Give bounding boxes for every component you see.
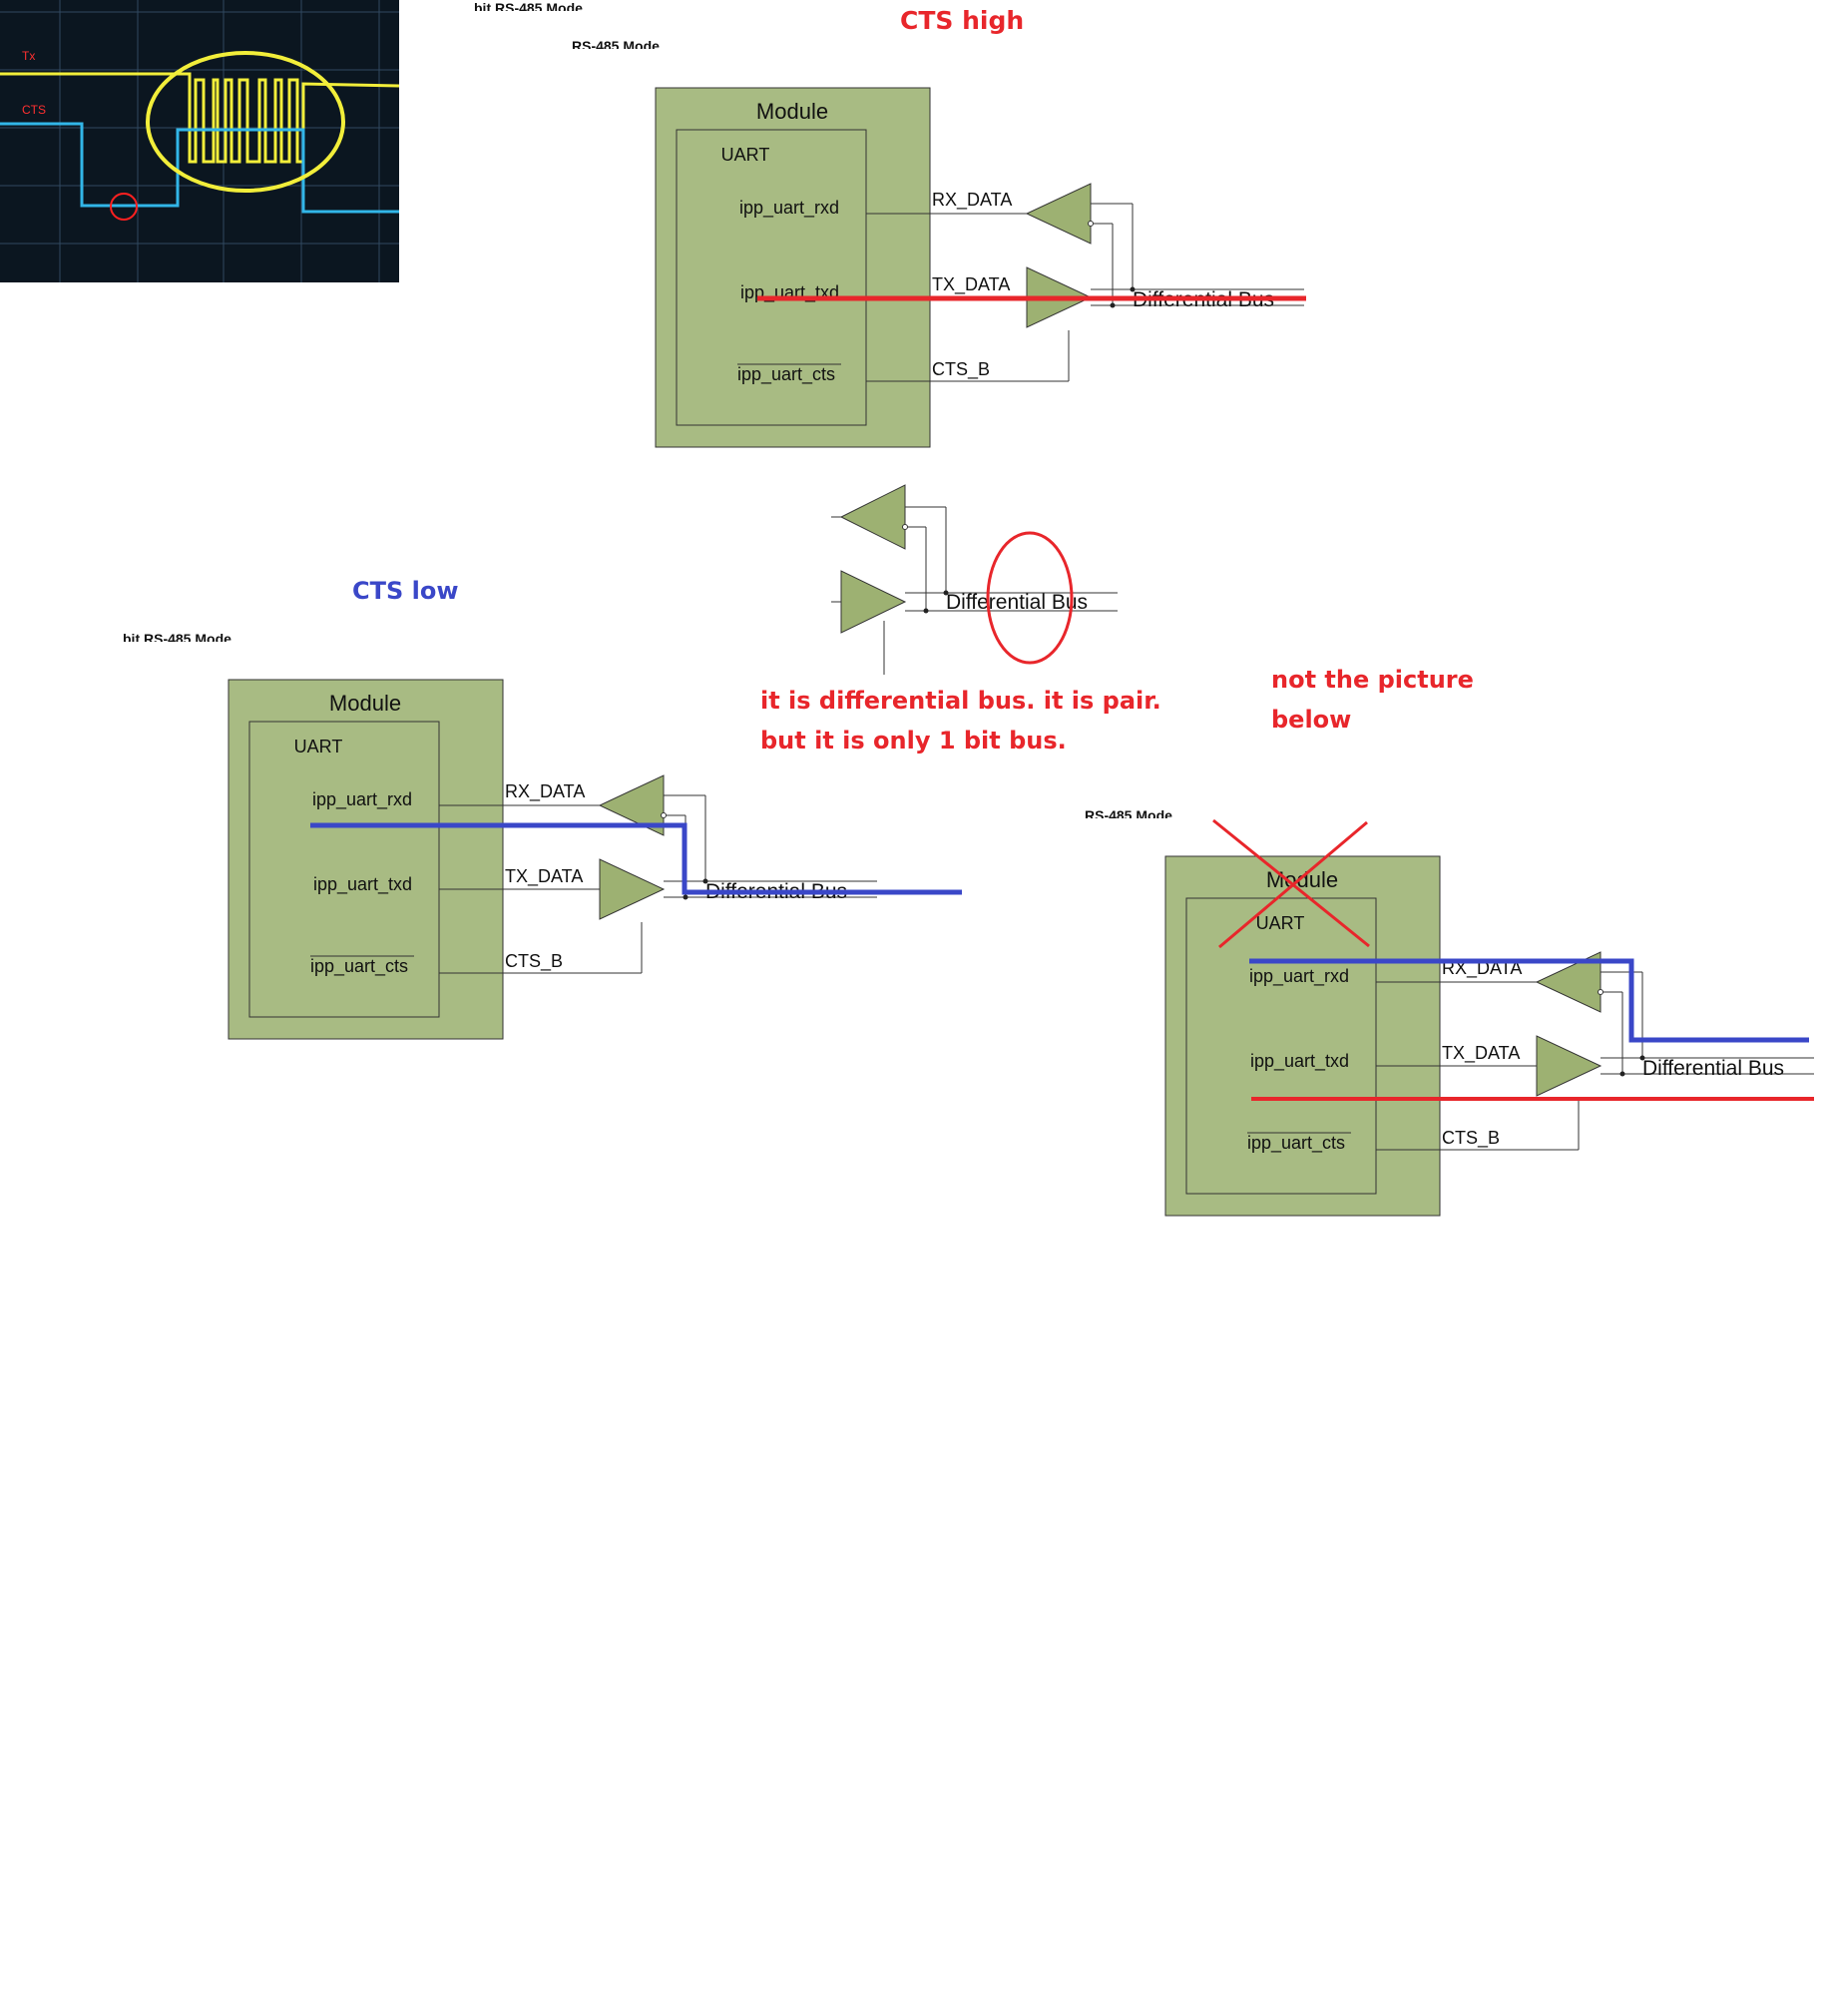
cts-b-label: CTS_B	[932, 359, 990, 380]
tx-data-label: TX_DATA	[505, 866, 583, 887]
rx-path-marker	[310, 822, 962, 895]
rx-data-label: RX_DATA	[505, 781, 585, 802]
differential-note-line2: but it is only 1 bit bus.	[760, 727, 1067, 755]
differential-bus-detail: Differential Bus	[831, 484, 1118, 675]
uart-label: UART	[1256, 913, 1305, 933]
diagram-cts-low: Module UART ipp_uart_rxd ipp_uart_txd ip…	[228, 679, 962, 1040]
caption-lower-left: bit RS-485 Mode	[123, 631, 231, 642]
cts-edge-marker	[110, 193, 138, 221]
differential-bus-label: Differential Bus	[1642, 1057, 1784, 1080]
cts-label: ipp_uart_cts	[1247, 1133, 1345, 1154]
tx-data-label: TX_DATA	[1442, 1043, 1520, 1064]
tx-trace	[0, 72, 400, 164]
cts-b-label: CTS_B	[1442, 1128, 1500, 1149]
cts-low-note: CTS low	[352, 577, 459, 605]
cts-high-note: CTS high	[900, 6, 1025, 35]
uart-label: UART	[294, 737, 343, 756]
module-label: Module	[756, 99, 828, 124]
oscilloscope-photo: Tx CTS	[0, 0, 400, 282]
differential-note-line1: it is differential bus. it is pair.	[760, 687, 1161, 715]
diagram-wrong: Module UART ipp_uart_rxd ipp_uart_txd ip…	[1164, 818, 1815, 1217]
rx-path-marker	[1249, 958, 1809, 1043]
caption-lower-right: RS-485 Mode	[1085, 807, 1172, 818]
tx-trace-label: Tx	[22, 49, 35, 63]
cts-label: ipp_uart_cts	[737, 364, 835, 385]
rxd-label: ipp_uart_rxd	[1249, 966, 1349, 987]
module-label: Module	[329, 691, 401, 716]
caption-top-mid: RS-485 Mode	[572, 38, 660, 49]
tx-data-label: TX_DATA	[932, 274, 1010, 295]
caption-top-left: bit RS-485 Mode	[474, 0, 583, 11]
cts-b-label: CTS_B	[505, 951, 563, 972]
cts-trace	[0, 122, 399, 214]
rxd-label: ipp_uart_rxd	[312, 789, 412, 810]
highlight-circle	[986, 531, 1074, 665]
uart-label: UART	[721, 145, 770, 165]
txd-label: ipp_uart_txd	[313, 874, 412, 895]
differential-bus-label: Differential Bus	[946, 591, 1088, 614]
rx-data-label: RX_DATA	[932, 190, 1012, 211]
txd-label: ipp_uart_txd	[1250, 1051, 1349, 1072]
diagram-cts-high: Module UART ipp_uart_rxd ipp_uart_txd ip…	[655, 87, 1306, 448]
cts-label: ipp_uart_cts	[310, 956, 408, 977]
cross-out-mark	[1212, 818, 1370, 949]
highlight-ellipse	[146, 51, 345, 193]
not-picture-note-line2: below	[1271, 706, 1352, 734]
not-picture-note-line1: not the picture	[1271, 666, 1474, 694]
rxd-label: ipp_uart_rxd	[739, 198, 839, 219]
cts-trace-label: CTS	[22, 103, 46, 117]
